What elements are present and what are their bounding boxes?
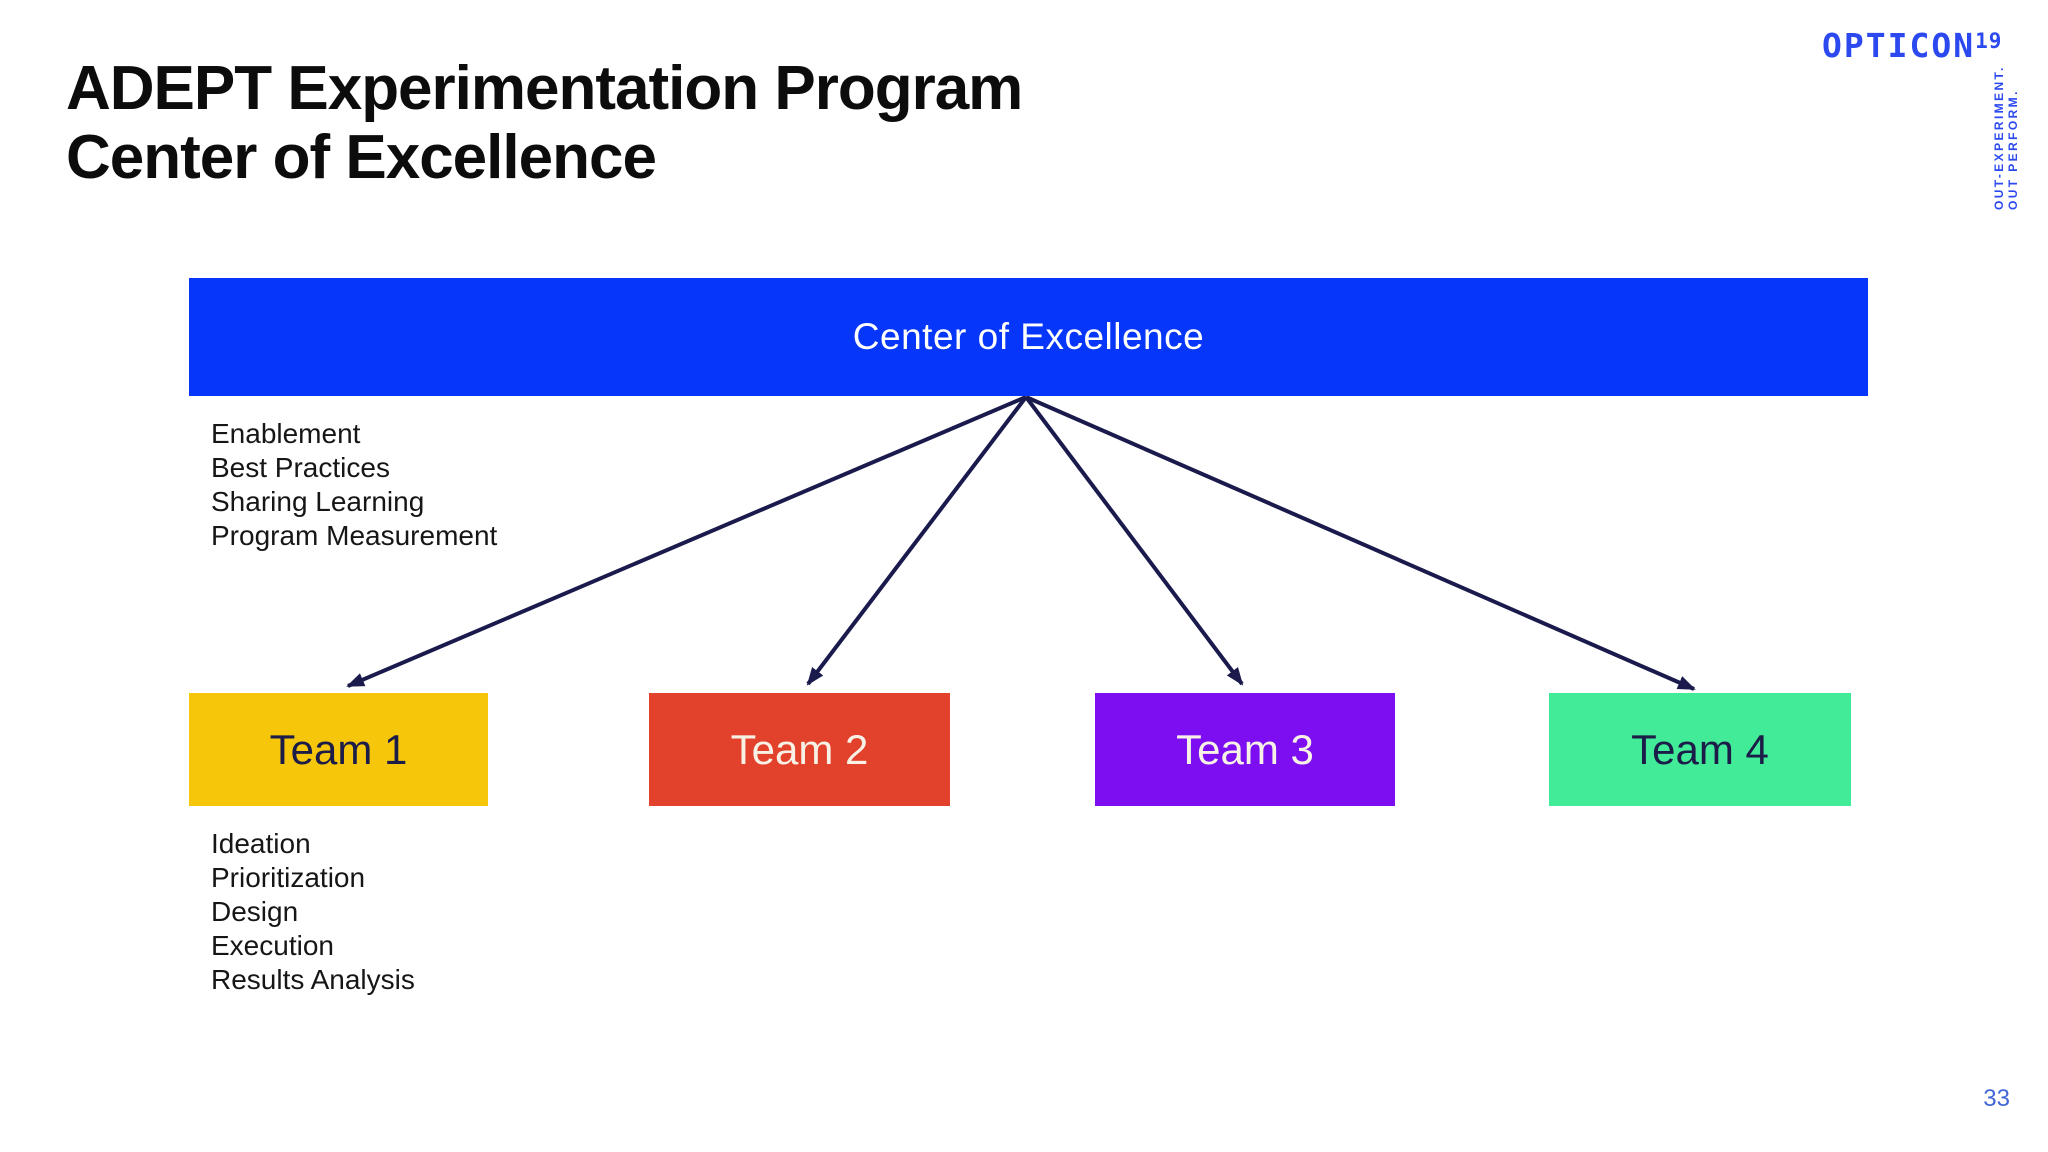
team-function-item: Results Analysis [211, 964, 415, 995]
team-function-item: Ideation [211, 828, 311, 859]
coe-function-item: Best Practices [211, 452, 390, 483]
coe-function-item: Enablement [211, 418, 361, 449]
team-function-item: Execution [211, 930, 334, 961]
team-4-label: Team 4 [1631, 725, 1769, 773]
title-line-2: Center of Excellence [66, 123, 657, 192]
logo-wordmark: OPTICON [1822, 26, 1976, 65]
team-3-label: Team 3 [1176, 725, 1314, 773]
coe-functions-list: Enablement Best Practices Sharing Learni… [211, 417, 497, 553]
arrow-to-team-2 [806, 395, 1028, 686]
arrow-to-team-4 [1025, 395, 1696, 691]
team-4-box: Team 4 [1549, 693, 1851, 806]
logo-year: 19 [1975, 29, 2003, 53]
arrow-to-team-3 [1024, 395, 1244, 686]
team-1-box: Team 1 [189, 693, 488, 806]
team-functions-list: Ideation Prioritization Design Execution… [211, 827, 415, 997]
team-3-box: Team 3 [1095, 693, 1395, 806]
coe-function-item: Program Measurement [211, 520, 498, 551]
coe-function-item: Sharing Learning [211, 486, 425, 517]
opticon-logo: OPTICON19 [1822, 26, 2002, 65]
team-function-item: Prioritization [211, 862, 366, 893]
team-2-label: Team 2 [730, 725, 869, 773]
arrow-to-team-1 [346, 395, 1027, 688]
slide-title: ADEPT Experimentation Program Center of … [66, 54, 1023, 192]
page-number: 33 [1983, 1085, 2010, 1112]
team-1-label: Team 1 [269, 725, 408, 773]
center-of-excellence-box: Center of Excellence [189, 278, 1868, 396]
team-2-box: Team 2 [649, 693, 950, 806]
team-function-item: Design [211, 896, 299, 927]
title-line-1: ADEPT Experimentation Program [66, 54, 1023, 123]
